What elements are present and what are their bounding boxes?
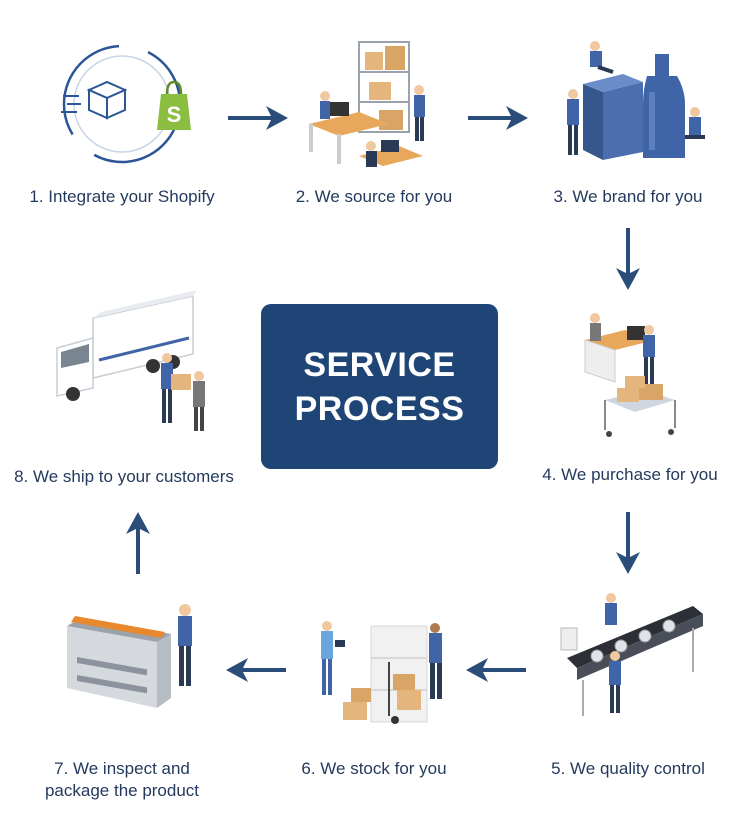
conveyor-qc-icon bbox=[543, 592, 713, 742]
arrow-right-icon bbox=[228, 106, 288, 130]
warehouse-stock-icon bbox=[289, 592, 459, 742]
arrow-left-icon bbox=[466, 658, 526, 682]
step-label: 6. We stock for you bbox=[301, 759, 447, 778]
step-label: 5. We quality control bbox=[551, 759, 705, 778]
arrow-down-icon bbox=[616, 512, 640, 574]
branding-bottles-icon bbox=[543, 32, 713, 182]
title-line-1: SERVICE bbox=[303, 345, 456, 384]
arrow-left-icon bbox=[226, 658, 286, 682]
step-2: 2. We source for you bbox=[274, 32, 474, 208]
sourcing-office-icon bbox=[289, 32, 459, 182]
shopify-integration-icon: S bbox=[37, 32, 207, 182]
delivery-truck-icon bbox=[43, 288, 213, 438]
step-label: 8. We ship to your customers bbox=[14, 467, 234, 486]
arrow-down-icon bbox=[616, 228, 640, 290]
step-label: 4. We purchase for you bbox=[542, 465, 718, 484]
service-process-title: SERVICE PROCESS bbox=[261, 304, 498, 469]
step-label: 2. We source for you bbox=[295, 187, 453, 206]
step-3: 3. We brand for you bbox=[528, 32, 728, 208]
step-8: 8. We ship to your customers bbox=[14, 288, 234, 488]
inspect-package-icon bbox=[37, 592, 207, 742]
arrow-right-icon bbox=[468, 106, 528, 130]
purchase-cart-icon bbox=[545, 300, 715, 450]
arrow-up-icon bbox=[126, 512, 150, 574]
step-label: 7. We inspect and package the product bbox=[44, 759, 200, 800]
step-label: 3. We brand for you bbox=[553, 187, 703, 206]
title-line-2: PROCESS bbox=[294, 389, 465, 428]
step-1: S 1. Integrate your Shopify bbox=[22, 32, 222, 208]
step-5: 5. We quality control bbox=[528, 592, 728, 780]
step-label: 1. Integrate your Shopify bbox=[29, 187, 215, 206]
step-7: 7. We inspect and package the product bbox=[22, 592, 222, 802]
step-4: 4. We purchase for you bbox=[530, 300, 730, 486]
step-6: 6. We stock for you bbox=[274, 592, 474, 780]
svg-text:S: S bbox=[167, 102, 182, 127]
